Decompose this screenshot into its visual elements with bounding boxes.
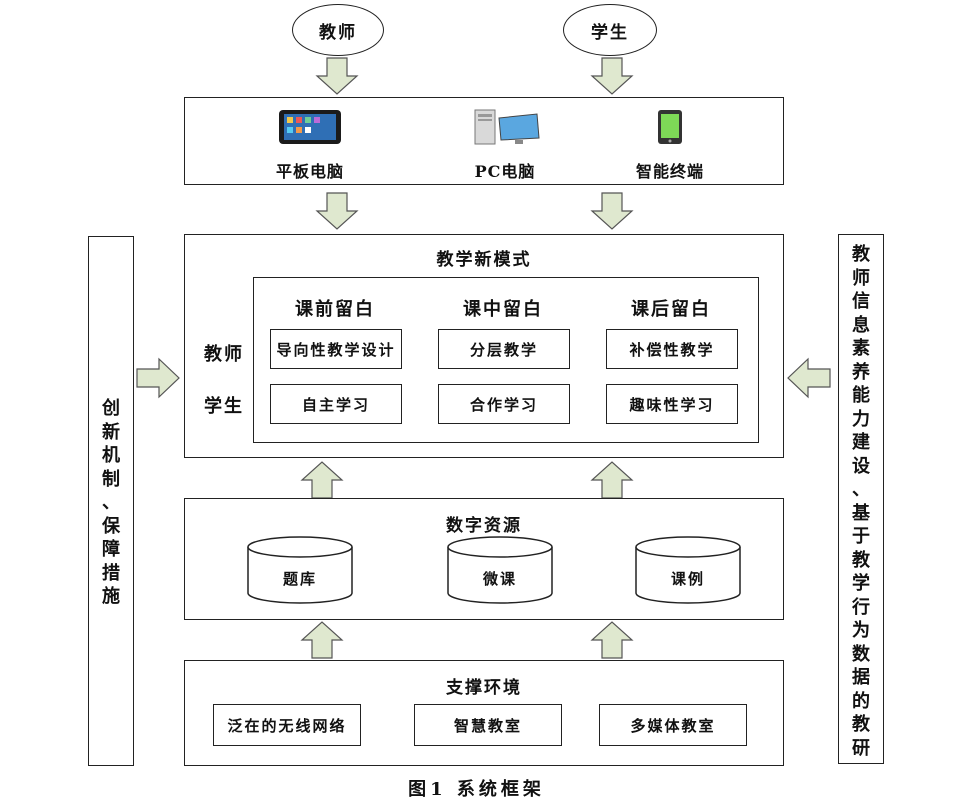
teacher-cell-compensatory: 补偿性教学 (606, 329, 738, 369)
support-environment-title: 支撑环境 (446, 678, 522, 698)
cylinder-lesson-example (635, 536, 741, 604)
teaching-mode-title: 教学新模式 (436, 250, 532, 270)
arrow-left-panel-to-mode (136, 358, 180, 398)
pc-icon (474, 109, 540, 145)
smart-terminal-label: 智能终端 (635, 162, 704, 181)
digital-resources-title: 数字资源 (446, 516, 522, 536)
arrow-devices-to-mode-right (591, 192, 633, 230)
column-head-after-class: 课后留白 (631, 299, 711, 320)
arrow-support-to-resources-right (591, 621, 633, 659)
student-label: 学生 (591, 22, 629, 43)
right-panel: 教师信息素养能力建设、基于教学行为数据的教研 (838, 234, 884, 764)
resource-micro-course: 微课 (482, 570, 517, 588)
arrow-resources-to-mode-right (591, 461, 633, 499)
student-cell-fun-learning: 趣味性学习 (606, 384, 738, 424)
tablet-label: 平板电脑 (275, 162, 344, 181)
arrow-right-panel-to-mode (787, 358, 831, 398)
cylinder-question-bank (247, 536, 353, 604)
arrow-devices-to-mode-left (316, 192, 358, 230)
devices-box: 平板电脑 PC电脑 智能终端 (184, 97, 784, 185)
teacher-label: 教师 (319, 22, 357, 43)
tablet-icon (279, 110, 341, 144)
student-node: 学生 (563, 4, 657, 56)
resource-lesson-example: 课例 (670, 570, 705, 588)
row-label-teacher: 教师 (204, 344, 244, 365)
tablet-device: 平板电脑 (240, 108, 380, 182)
row-label-student: 学生 (204, 396, 244, 417)
student-cell-self-study: 自主学习 (270, 384, 402, 424)
pc-label: PC电脑 (474, 162, 536, 181)
teacher-cell-guided-design: 导向性教学设计 (270, 329, 402, 369)
pc-device: PC电脑 (435, 108, 575, 182)
arrow-resources-to-mode-left (301, 461, 343, 499)
support-wireless-network: 泛在的无线网络 (213, 704, 361, 746)
column-head-before-class: 课前留白 (295, 299, 375, 320)
teacher-node: 教师 (292, 4, 384, 56)
column-head-in-class: 课中留白 (463, 299, 543, 320)
smart-terminal-device: 智能终端 (600, 108, 740, 182)
left-panel-text: 创新机制、保障措施 (102, 398, 120, 607)
support-multimedia-classroom: 多媒体教室 (599, 704, 747, 746)
digital-resources-box: 数字资源 (184, 498, 784, 620)
student-cell-cooperative: 合作学习 (438, 384, 570, 424)
arrow-teacher-to-devices (316, 57, 358, 95)
arrow-student-to-devices (591, 57, 633, 95)
support-smart-classroom: 智慧教室 (414, 704, 562, 746)
left-panel: 创新机制、保障措施 (88, 236, 134, 766)
smartphone-icon (658, 110, 682, 144)
right-panel-text: 教师信息素养能力建设、基于教学行为数据的教研 (852, 244, 870, 759)
cylinder-micro-course (447, 536, 553, 604)
teacher-cell-tiered-teaching: 分层教学 (438, 329, 570, 369)
resource-question-bank: 题库 (282, 570, 317, 588)
arrow-support-to-resources-left (301, 621, 343, 659)
figure-caption: 图1 系统框架 (408, 779, 545, 800)
